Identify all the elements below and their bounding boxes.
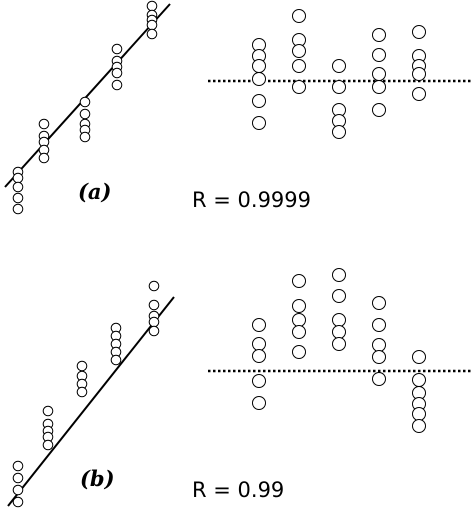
panel-a-fit-point-0-1 xyxy=(12,172,24,184)
panel-b-fit-point-3-4 xyxy=(110,354,122,366)
panel-b-residual-point-2-4 xyxy=(332,337,346,351)
panel-b-residual-point-1-1 xyxy=(292,299,306,313)
panel-b-residual-plot xyxy=(208,268,471,433)
panel-b-r-value: R = 0.99 xyxy=(192,478,284,502)
panel-a-fit-point-0-4 xyxy=(12,203,24,215)
panel-b-residual-point-3-1 xyxy=(372,318,386,332)
panel-a-fit-point-3-4 xyxy=(111,79,123,91)
panel-a-fit-point-2-4 xyxy=(79,131,91,143)
panel-b-residual-point-3-0 xyxy=(372,296,386,310)
panel-a-residual-point-3-4 xyxy=(372,103,386,117)
panel-b-fit-point-4-1 xyxy=(148,299,160,311)
panel-a-fit-point-4-3 xyxy=(146,19,158,31)
panel-b-fit-plot xyxy=(7,280,175,508)
panel-b-residual-point-0-2 xyxy=(252,349,266,363)
panel-b-fit-point-0-3 xyxy=(12,496,24,508)
panel-a-residual-point-0-3 xyxy=(252,72,266,86)
panel-b-residual-point-3-2 xyxy=(372,338,386,352)
panel-a-residual-point-1-2 xyxy=(292,44,306,58)
panel-b-residual-point-1-3 xyxy=(292,325,306,339)
panel-a-fit-point-1-0 xyxy=(38,118,50,130)
panel-a-fit-point-1-4 xyxy=(38,152,50,164)
panel-a-residual-point-2-1 xyxy=(332,80,346,94)
panel-b-fit-line xyxy=(7,296,175,507)
panel-a-residual-point-3-0 xyxy=(372,28,386,42)
panel-a-fit-points xyxy=(12,0,158,215)
panel-b-residual-point-2-0 xyxy=(332,268,346,282)
panel-a-r-value: R = 0.9999 xyxy=(192,188,311,212)
panel-b-residual-point-1-4 xyxy=(292,345,306,359)
panel-b-residual-point-1-2 xyxy=(292,313,306,327)
panel-b-residual-point-0-3 xyxy=(252,374,266,388)
panel-b-label: (b) xyxy=(80,466,115,491)
panel-a-residual-points xyxy=(252,9,426,139)
panel-b-residual-point-2-1 xyxy=(332,289,346,303)
panel-a-residual-plot xyxy=(208,9,471,139)
panel-b-residual-point-0-0 xyxy=(252,318,266,332)
panel-b-residual-point-4-4 xyxy=(412,407,426,421)
panel-b-residual-point-2-2 xyxy=(332,313,346,327)
panel-a-residual-point-0-5 xyxy=(252,116,266,130)
panel-b-fit-point-4-0 xyxy=(148,280,160,292)
panel-a-fit-plot xyxy=(4,0,171,215)
panel-a-label: (a) xyxy=(78,179,111,204)
panel-a-fit-point-2-1 xyxy=(79,108,91,120)
panel-b-residual-points xyxy=(252,268,426,433)
panel-b-fit-point-4-3 xyxy=(148,316,160,328)
panel-b-residual-point-2-3 xyxy=(332,325,346,339)
panel-b-fit-points xyxy=(12,280,160,508)
panel-a-fit-point-4-4 xyxy=(146,28,158,40)
panel-a-residual-point-3-3 xyxy=(372,80,386,94)
panel-b-residual-point-0-1 xyxy=(252,337,266,351)
panel-a-residual-point-3-2 xyxy=(372,67,386,81)
panel-a-residual-point-3-1 xyxy=(372,48,386,62)
panel-b-fit-point-1-0 xyxy=(42,405,54,417)
panel-b-residual-point-1-0 xyxy=(292,274,306,288)
panel-b-residual-point-0-4 xyxy=(252,396,266,410)
panel-b-fit-point-0-1 xyxy=(12,472,24,484)
panel-a-residual-point-4-3 xyxy=(412,67,426,81)
panel-a-residual-point-4-0 xyxy=(412,25,426,39)
panel-a-fit-point-3-3 xyxy=(111,67,123,79)
panel-b-residual-point-4-0 xyxy=(412,350,426,364)
panel-a-residual-point-0-4 xyxy=(252,94,266,108)
panel-a-residual-point-1-3 xyxy=(292,59,306,73)
panel-b-fit-point-0-0 xyxy=(12,460,24,472)
panel-b-residual-point-4-1 xyxy=(412,373,426,387)
panel-a-residual-point-1-4 xyxy=(292,80,306,94)
panel-a-fit-line xyxy=(4,3,171,188)
panel-b-residual-point-3-4 xyxy=(372,372,386,386)
panel-a-residual-point-1-0 xyxy=(292,9,306,23)
panel-a-residual-point-4-4 xyxy=(412,87,426,101)
panel-b-residual-point-4-5 xyxy=(412,419,426,433)
panel-a-fit-point-0-3 xyxy=(12,192,24,204)
panel-b-fit-point-4-4 xyxy=(148,325,160,337)
panel-a-fit-point-0-2 xyxy=(12,181,24,193)
panel-b-residual-point-3-3 xyxy=(372,350,386,364)
panel-b-fit-point-2-0 xyxy=(76,360,88,372)
panel-a-residual-point-2-4 xyxy=(332,125,346,139)
panel-b-fit-point-2-3 xyxy=(76,386,88,398)
panel-a-fit-point-4-0 xyxy=(146,0,158,12)
panel-b-fit-point-0-2 xyxy=(12,484,24,496)
panel-b-fit-point-1-4 xyxy=(42,439,54,451)
panel-a-fit-point-3-0 xyxy=(111,43,123,55)
panel-a-fit-point-2-0 xyxy=(79,96,91,108)
panel-a-residual-point-0-2 xyxy=(252,59,266,73)
panel-a-residual-point-2-0 xyxy=(332,59,346,73)
